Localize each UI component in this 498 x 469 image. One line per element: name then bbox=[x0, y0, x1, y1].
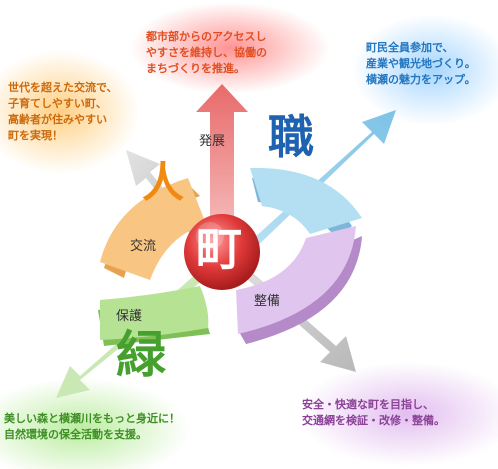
kanji-hito: 人 bbox=[142, 158, 185, 207]
glow-lower-left bbox=[0, 378, 190, 469]
kanji-shoku: 職 bbox=[268, 110, 314, 164]
note-upper-left: 世代を超えた交流で、 子育てしやすい町、 高齢者が住みやすい 町を実現！ bbox=[8, 81, 118, 142]
glow-upper-left bbox=[0, 50, 140, 174]
center-circle-highlight bbox=[196, 222, 224, 250]
center-circle bbox=[184, 214, 260, 290]
glow-lower-right bbox=[298, 362, 498, 466]
label-hatten: 発展 bbox=[199, 134, 226, 149]
note-top: 都市部からのアクセスし やすさを維持し、協働の まちづくりを推進。 bbox=[146, 30, 267, 75]
arrow-up bbox=[196, 84, 248, 248]
glow-upper-right bbox=[352, 14, 498, 126]
note-lower-right: 安全・快適な町を目指し、 交通網を検証・改修・整備。 bbox=[302, 398, 445, 427]
label-hogo: 保護 bbox=[116, 309, 143, 324]
label-seibi: 整備 bbox=[254, 294, 281, 309]
label-koryu: 交流 bbox=[130, 239, 157, 254]
sector-purple bbox=[236, 226, 356, 334]
note-upper-right: 町民全員参加で、 産業や観光地づくり。 横瀬の魅力をアップ。 bbox=[366, 41, 476, 86]
sector-green bbox=[100, 286, 209, 340]
sector-blue bbox=[250, 167, 362, 234]
center-kanji: 町 bbox=[196, 222, 242, 276]
sector-orange bbox=[100, 178, 206, 280]
note-lower-left: 美しい森と横瀬川をもっと身近に！ 自然環境の保全活動を支援。 bbox=[4, 412, 180, 441]
glow-top bbox=[130, 2, 330, 94]
kanji-midori: 緑 bbox=[116, 325, 166, 384]
